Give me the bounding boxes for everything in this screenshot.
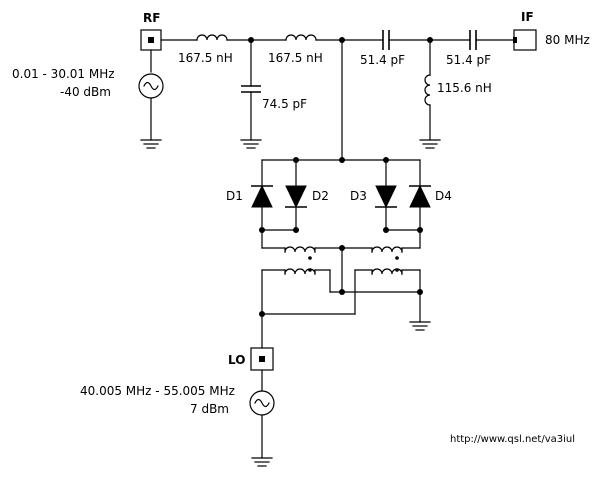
lo-source-freq: 40.005 MHz - 55.005 MHz bbox=[80, 384, 235, 398]
lo-port bbox=[250, 347, 274, 371]
balun-winding2-icon bbox=[371, 246, 403, 260]
capacitor-series1-icon bbox=[382, 30, 390, 50]
rf-source-freq: 0.01 - 30.01 MHz bbox=[12, 67, 115, 81]
capacitor-shunt-label: 74.5 pF bbox=[262, 97, 307, 111]
inductor-l1-label: 167.5 nH bbox=[178, 51, 233, 65]
inductor-shunt-label: 115.6 nH bbox=[437, 81, 492, 95]
rf-source-power: -40 dBm bbox=[60, 85, 111, 99]
diode-d3-label: D3 bbox=[350, 189, 367, 203]
capacitor-shunt-icon bbox=[241, 85, 261, 93]
inductor-ground-icon bbox=[419, 139, 441, 149]
inductor-l1-icon bbox=[196, 34, 228, 41]
inductor-l2-label: 167.5 nH bbox=[268, 51, 323, 65]
cap-ground-icon bbox=[240, 139, 262, 149]
diode-d4-label: D4 bbox=[435, 189, 452, 203]
if-port bbox=[513, 29, 537, 51]
lo-ground-icon bbox=[251, 457, 273, 467]
capacitor-series1-label: 51.4 pF bbox=[360, 53, 405, 67]
source-url: http://www.qsl.net/va3iul bbox=[450, 434, 575, 445]
if-port-label: IF bbox=[521, 10, 534, 24]
balun-winding1-icon bbox=[284, 246, 316, 260]
rf-source-icon bbox=[138, 73, 164, 99]
balun-winding4-icon bbox=[371, 268, 403, 275]
diode-d2-icon bbox=[285, 185, 307, 209]
rf-port-label: RF bbox=[143, 11, 160, 25]
diode-d1-icon bbox=[251, 184, 273, 208]
lo-source-power: 7 dBm bbox=[190, 402, 229, 416]
diode-d4-icon bbox=[409, 184, 431, 208]
inductor-l2-icon bbox=[285, 34, 317, 41]
capacitor-series2-label: 51.4 pF bbox=[446, 53, 491, 67]
balun-winding3-icon bbox=[284, 268, 316, 275]
rf-port bbox=[140, 29, 162, 51]
lo-port-label: LO bbox=[228, 353, 245, 367]
capacitor-series2-icon bbox=[469, 30, 477, 50]
diode-d1-label: D1 bbox=[226, 189, 243, 203]
inductor-shunt-icon bbox=[424, 74, 431, 106]
balun-ground-icon bbox=[409, 321, 431, 331]
diode-d2-label: D2 bbox=[312, 189, 329, 203]
rf-ground-icon bbox=[140, 139, 162, 149]
lo-source-icon bbox=[249, 390, 275, 416]
diode-d3-icon bbox=[375, 185, 397, 209]
if-port-freq: 80 MHz bbox=[545, 33, 590, 47]
